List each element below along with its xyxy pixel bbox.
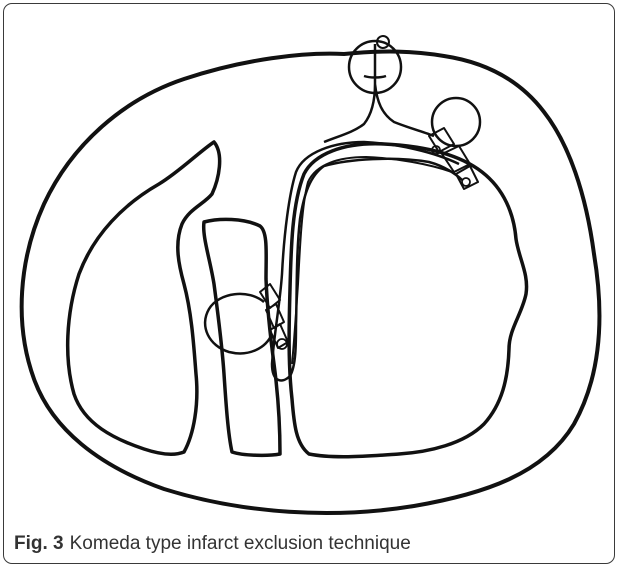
septal-pledget-balloon bbox=[205, 294, 272, 353]
figure-label: Fig. 3 bbox=[14, 533, 64, 554]
patch-channel-inner bbox=[292, 157, 452, 364]
outer-heart-wall bbox=[22, 52, 600, 513]
figure-caption-text: Komeda type infarct exclusion technique bbox=[70, 533, 411, 554]
interventricular-septum bbox=[204, 219, 280, 455]
figure-caption: Fig. 3 Komeda type infarct exclusion tech… bbox=[14, 532, 411, 556]
upper-right-pledget bbox=[432, 98, 480, 146]
figure-frame: Fig. 3 Komeda type infarct exclusion tech… bbox=[3, 3, 615, 564]
right-ventricle-cavity bbox=[68, 142, 220, 454]
heart-cross-section-diagram bbox=[4, 4, 615, 529]
suture-knot-small-b bbox=[462, 178, 470, 186]
patch-channel-outer bbox=[272, 142, 462, 380]
left-ventricle-cavity bbox=[289, 144, 526, 457]
